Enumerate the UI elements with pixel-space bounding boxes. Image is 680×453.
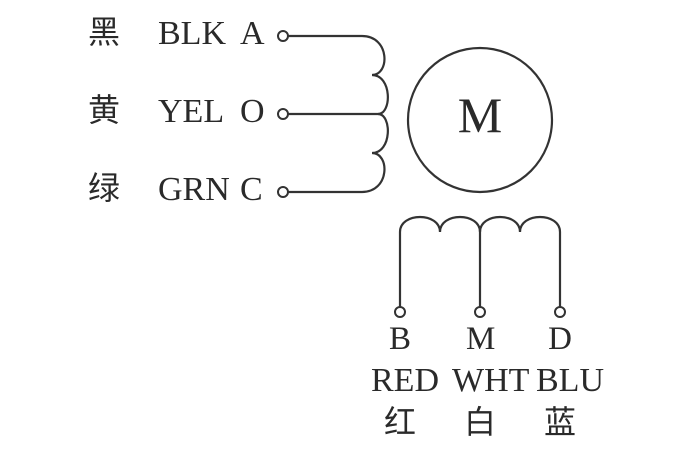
- wire-d-pin: D: [548, 321, 572, 357]
- wire-o-color: YEL: [158, 93, 225, 130]
- terminal-o: [277, 108, 289, 120]
- wire-a-color: BLK: [158, 15, 226, 52]
- wire-d-color: BLU: [536, 362, 604, 399]
- wire-a-pin: A: [240, 15, 265, 52]
- wire-a-chinese: 黑: [88, 13, 121, 51]
- wire-c-pin: C: [240, 171, 263, 208]
- wire-b-pin: B: [388, 321, 411, 357]
- motor-circle: [406, 46, 554, 194]
- terminal-a: [277, 30, 289, 42]
- wire-m-pin: M: [466, 321, 496, 357]
- terminal-m: [474, 306, 486, 318]
- wire-o-chinese: 黄: [88, 91, 121, 129]
- terminal-d: [554, 306, 566, 318]
- wire-d-chinese: 蓝: [544, 403, 577, 441]
- coil-upper: [361, 34, 389, 116]
- wire-m-chinese: 白: [464, 403, 497, 441]
- motor-label: M: [457, 87, 503, 143]
- wire-b-color: RED: [371, 362, 439, 399]
- wire-b-chinese: 红: [384, 403, 417, 441]
- wire-o-pin: O: [240, 93, 265, 130]
- terminal-c: [277, 186, 289, 198]
- wire-c-color: GRN: [158, 171, 230, 208]
- terminal-b: [394, 306, 406, 318]
- wire-m-color: WHT: [452, 362, 530, 399]
- wire-c-chinese: 绿: [88, 169, 121, 207]
- coil-lower: [361, 112, 389, 194]
